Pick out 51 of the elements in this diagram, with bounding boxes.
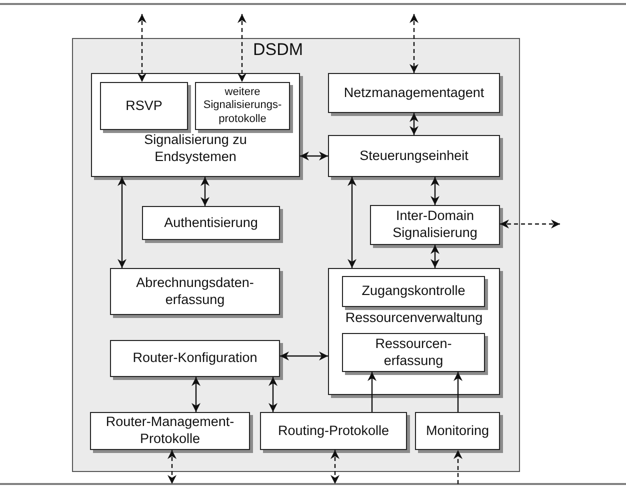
arrow <box>454 372 462 412</box>
arrow <box>500 220 560 228</box>
arrow <box>368 372 376 412</box>
box-label: weitere Signalisierungs-protokolle <box>202 86 283 126</box>
box-label: RSVP <box>124 98 164 114</box>
arrow <box>410 14 418 73</box>
box-label: Router-Konfiguration <box>132 350 258 367</box>
arrow <box>348 177 356 268</box>
box-label: Authentisierung <box>163 214 259 232</box>
group-box <box>91 73 300 177</box>
box-label: Inter-Domain Signalisierung <box>392 208 478 242</box>
process-box <box>110 340 280 377</box>
process-box <box>328 73 500 113</box>
arrow <box>280 352 328 360</box>
arrow <box>192 377 200 412</box>
process-box <box>195 82 290 130</box>
process-box <box>328 135 500 177</box>
arrow <box>168 450 176 484</box>
box-label: Routing-Protokolle <box>276 422 390 440</box>
box-label: Zugangskontrolle <box>360 283 466 300</box>
container-panel <box>72 38 520 472</box>
arrow <box>200 177 210 206</box>
process-box <box>110 268 280 315</box>
box-label: Ressourcenverwaltung <box>344 310 484 327</box>
process-box <box>142 206 280 240</box>
arrow <box>430 177 440 205</box>
arrow <box>138 14 146 82</box>
arrow <box>118 177 126 268</box>
process-box <box>415 412 500 450</box>
process-box <box>342 333 485 372</box>
box-label: Signalisierung zu Endsystemen <box>143 132 248 166</box>
arrow <box>410 113 418 135</box>
box-label: Netzmanagementagent <box>342 84 486 102</box>
arrow <box>268 377 278 412</box>
arrow <box>238 14 246 82</box>
box-label: Abrechnungsdaten-erfassung <box>135 274 255 308</box>
process-box <box>90 412 250 450</box>
box-label: Router-Management-Protokolle <box>104 414 236 448</box>
arrow <box>300 152 328 160</box>
box-label: Steuerungseinheit <box>358 148 470 164</box>
box-label: Monitoring <box>424 422 490 440</box>
arrow <box>330 450 340 484</box>
arrow <box>430 245 440 268</box>
group-box <box>328 268 500 395</box>
process-box <box>370 205 500 245</box>
arrow <box>454 450 462 484</box>
container-title: DSDM <box>253 40 304 60</box>
box-label: Ressourcen-erfassung <box>374 336 453 370</box>
process-box <box>260 412 407 450</box>
process-box <box>100 82 188 130</box>
process-box <box>342 276 485 307</box>
